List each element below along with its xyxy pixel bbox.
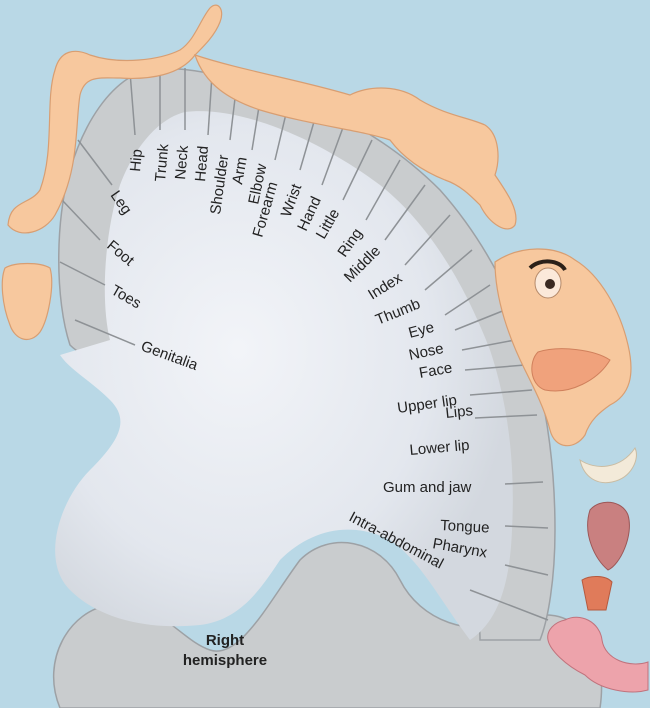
- label-trunk: Trunk: [152, 143, 172, 183]
- genitalia-figure: [1, 262, 53, 341]
- label-tongue: Tongue: [440, 517, 490, 537]
- label-arm: Arm: [229, 156, 251, 186]
- leg-figure: [7, 4, 223, 234]
- label-face: Face: [418, 359, 454, 382]
- label-lower-lip: Lower lip: [409, 437, 470, 459]
- label-lips: Lips: [445, 402, 474, 422]
- label-neck: Neck: [172, 144, 192, 180]
- label-hip: Hip: [127, 148, 146, 172]
- pupil-figure: [545, 279, 555, 289]
- pharynx-figure: [581, 576, 613, 611]
- face-figure: [494, 248, 632, 447]
- stomach-figure: [547, 616, 649, 693]
- arm-figure: [194, 54, 517, 230]
- hemisphere-label-line2: hemisphere: [183, 652, 267, 669]
- lips-figure: [531, 348, 611, 392]
- jaw-figure: [579, 447, 637, 484]
- hemisphere-label-line1: Right: [206, 632, 244, 649]
- eyebrow-figure: [528, 259, 567, 272]
- label-gum-and-jaw: Gum and jaw: [383, 479, 472, 496]
- label-nose: Nose: [407, 340, 445, 364]
- label-eye: Eye: [407, 319, 436, 342]
- white-matter: [55, 111, 513, 641]
- tongue-figure: [587, 501, 630, 571]
- label-head: Head: [192, 145, 212, 182]
